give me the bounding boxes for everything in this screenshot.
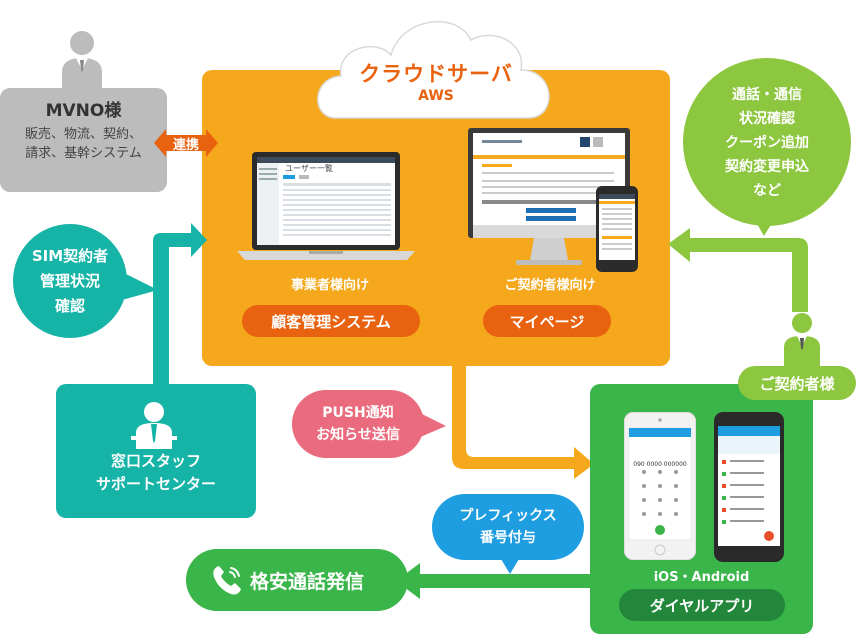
monitor-illustration xyxy=(468,128,630,265)
mvno-description: 販売、物流、契約、 請求、基幹システム xyxy=(24,127,142,161)
staff-to-cloud-arrow xyxy=(153,223,207,390)
sim-bubble-text: SIM契約者 管理状況 確認 xyxy=(31,246,109,315)
link-label: 連携 xyxy=(172,137,199,153)
cloud-subtitle: AWS xyxy=(418,88,454,104)
cloud-title: クラウドサーバ xyxy=(359,62,513,86)
dial-app-button[interactable]: ダイヤルアプリ xyxy=(619,589,785,621)
laptop-illustration xyxy=(237,152,415,260)
person-icon xyxy=(62,31,102,90)
sim-bubble-shape xyxy=(13,224,158,338)
iphone-illustration xyxy=(624,412,696,560)
mvno-title: MVNO様 xyxy=(45,101,122,121)
android-illustration xyxy=(714,412,784,562)
cloud-shape xyxy=(317,20,550,119)
customer-bubble-text: 通話・通信 状況確認 クーポン追加 契約変更申込 など xyxy=(725,87,809,199)
prefix-bubble-text: プレフィックス 番号付与 xyxy=(459,508,557,546)
business-caption: 事業者様向け xyxy=(290,278,369,293)
app-to-call-arrow xyxy=(396,563,592,599)
staff-label: 窓口スタッフ サポートセンター xyxy=(95,452,216,493)
customer-person-icon xyxy=(784,313,820,368)
customer-bubble-shape xyxy=(683,58,851,236)
call-button-label: 格安通話発信 xyxy=(250,571,365,593)
laptop-screen-title: ユーザー一覧 xyxy=(285,164,333,173)
iphone-number: 090 0000 000000 xyxy=(633,461,687,468)
customer-management-button[interactable]: 顧客管理システム xyxy=(242,305,420,337)
push-bubble-shape xyxy=(292,390,446,458)
link-arrow xyxy=(154,129,218,157)
customer-label: ご契約者様 xyxy=(738,366,856,400)
mvno-box xyxy=(0,88,167,192)
platforms-label: iOS・Android xyxy=(653,570,750,585)
phone-icon xyxy=(213,566,241,595)
staff-person-icon xyxy=(131,402,177,449)
push-bubble-text: PUSH通知 お知らせ送信 xyxy=(316,405,400,443)
customer-to-cloud-arrow xyxy=(668,228,808,312)
smartphone-illustration xyxy=(596,186,638,272)
mypage-button[interactable]: マイページ xyxy=(483,305,611,337)
cloud-to-app-arrow xyxy=(452,365,594,479)
customer-page-caption: ご契約者様向け xyxy=(504,278,596,293)
prefix-bubble-shape xyxy=(432,494,584,574)
